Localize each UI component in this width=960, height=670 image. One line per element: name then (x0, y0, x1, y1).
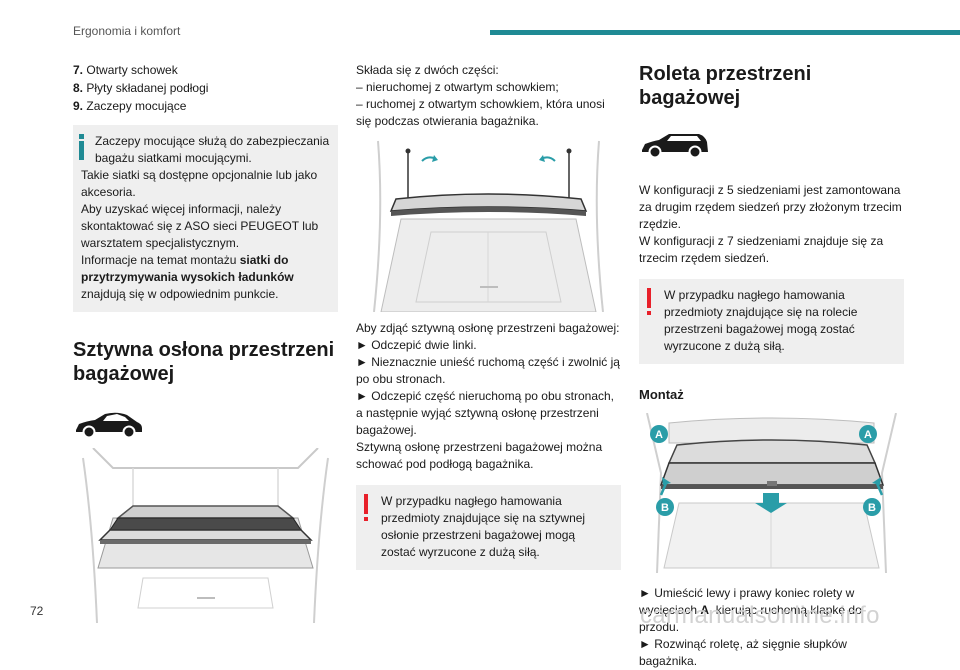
warning-text-roller: W przypadku nagłego hamowania przedmioty… (664, 288, 858, 353)
roller-blind-mounting-illustration: A A B B (639, 413, 904, 573)
trunk-rigid-cover-drawing (82, 448, 329, 623)
label-b-right: B (868, 502, 876, 514)
info-text-4: Informacje na temat montażu siatki do pr… (81, 252, 330, 303)
info-text-1: Zaczepy mocujące służą do zabezpieczania… (95, 134, 330, 165)
warning-text: W przypadku nagłego hamowania przedmioty… (381, 494, 586, 559)
rigid-cover-illustration (73, 448, 338, 623)
trunk-raised-cover-drawing (373, 140, 604, 312)
car-suv-icon (76, 412, 142, 439)
column-middle: Składa się z dwóch części: – nieruchomej… (356, 62, 621, 570)
label-b-right-badge (863, 498, 881, 516)
remove-step-3: ► Odczepić część nieruchomą po obu stron… (356, 389, 615, 437)
info-text-3: Aby uzyskać więcej informacji, należy sk… (81, 202, 319, 250)
label-b-left: B (661, 502, 669, 514)
info-box: Zaczepy mocujące służą do zabezpieczania… (73, 125, 338, 312)
header-accent-bar (490, 30, 960, 35)
rigid-cover-raised-illustration (356, 137, 621, 312)
list-item: 8. Płyty składanej podłogi (73, 80, 338, 97)
storage-note: Sztywną osłonę przestrzeni bagażowej moż… (356, 440, 603, 471)
label-a-right: A (864, 429, 872, 441)
warning-icon (364, 494, 369, 522)
info-text-4-pre: Informacje na temat montażu (81, 253, 240, 267)
label-a-left-badge (650, 425, 668, 443)
remove-step-1: ► Odczepić dwie linki. (356, 338, 477, 352)
list-number: 7. (73, 63, 84, 77)
warning-box: W przypadku nagłego hamowania przedmioty… (356, 485, 621, 570)
list-number: 9. (73, 99, 84, 113)
list-number: 8. (73, 81, 84, 95)
page-number: 72 (30, 604, 44, 618)
list-item: 7. Otwarty schowek (73, 62, 338, 79)
list-text: Zaczepy mocujące (86, 99, 187, 113)
column-right: Roleta przestrzeni bagażowej W konfigura… (639, 62, 904, 670)
list-item: 9. Zaczepy mocujące (73, 98, 338, 115)
config-5-seats: W konfiguracji z 5 siedzeniami jest zamo… (639, 183, 902, 231)
section-title-roller-blind: Roleta przestrzeni bagażowej (639, 63, 812, 109)
warning-icon (647, 288, 652, 316)
watermark: carmanualsonline.info (640, 602, 880, 629)
list-text: Płyty składanej podłogi (86, 81, 209, 95)
parts-dash-2: – ruchomej z otwartym schowkiem, która u… (356, 97, 605, 128)
subsection-title-mounting: Montaż (639, 387, 684, 402)
info-icon (79, 134, 85, 160)
mount-step-1-post: , kierując ruchomą klapkę do przodu. (639, 603, 862, 634)
label-a-right-badge (859, 425, 877, 443)
mount-step-1-pre: ► Umieścić lewy i prawy koniec rolety w … (639, 586, 855, 617)
label-b-left-badge (656, 498, 674, 516)
section-title-rigid-cover: Sztywna osłona przestrzeni bagażowej (73, 339, 335, 385)
info-text-4-post: znajdują się w odpowiednim punkcie. (81, 287, 279, 301)
remove-step-2: ► Nieznacznie unieść ruchomą część i zwo… (356, 355, 620, 386)
warning-box-roller: W przypadku nagłego hamowania przedmioty… (639, 279, 904, 364)
remove-intro: Aby zdjąć sztywną osłonę przestrzeni bag… (356, 321, 620, 335)
trunk-roller-drawing: A A B B (646, 413, 897, 573)
mount-step-2: ► Rozwinąć roletę, aż sięgnie słupków ba… (639, 637, 847, 668)
parts-intro: Składa się z dwóch części: (356, 63, 499, 77)
info-text-2: Takie siatki są dostępne opcjonalnie lub… (81, 168, 318, 199)
list-text: Otwarty schowek (86, 63, 178, 77)
label-a-left: A (655, 429, 663, 441)
parts-dash-1: – nieruchomej z otwartym schowkiem; (356, 80, 559, 94)
car-estate-icon (642, 134, 708, 159)
config-7-seats: W konfiguracji z 7 siedzeniami znajduje … (639, 234, 884, 265)
mount-step-1: ► Umieścić lewy i prawy koniec rolety w … (639, 585, 904, 636)
info-text-4-bold: siatki do przytrzymywania wysokich ładun… (81, 253, 294, 284)
header-title: Ergonomia i komfort (73, 24, 181, 38)
mount-step-1-bold: A (700, 603, 710, 617)
column-left: 7. Otwarty schowek 8. Płyty składanej po… (73, 62, 338, 623)
